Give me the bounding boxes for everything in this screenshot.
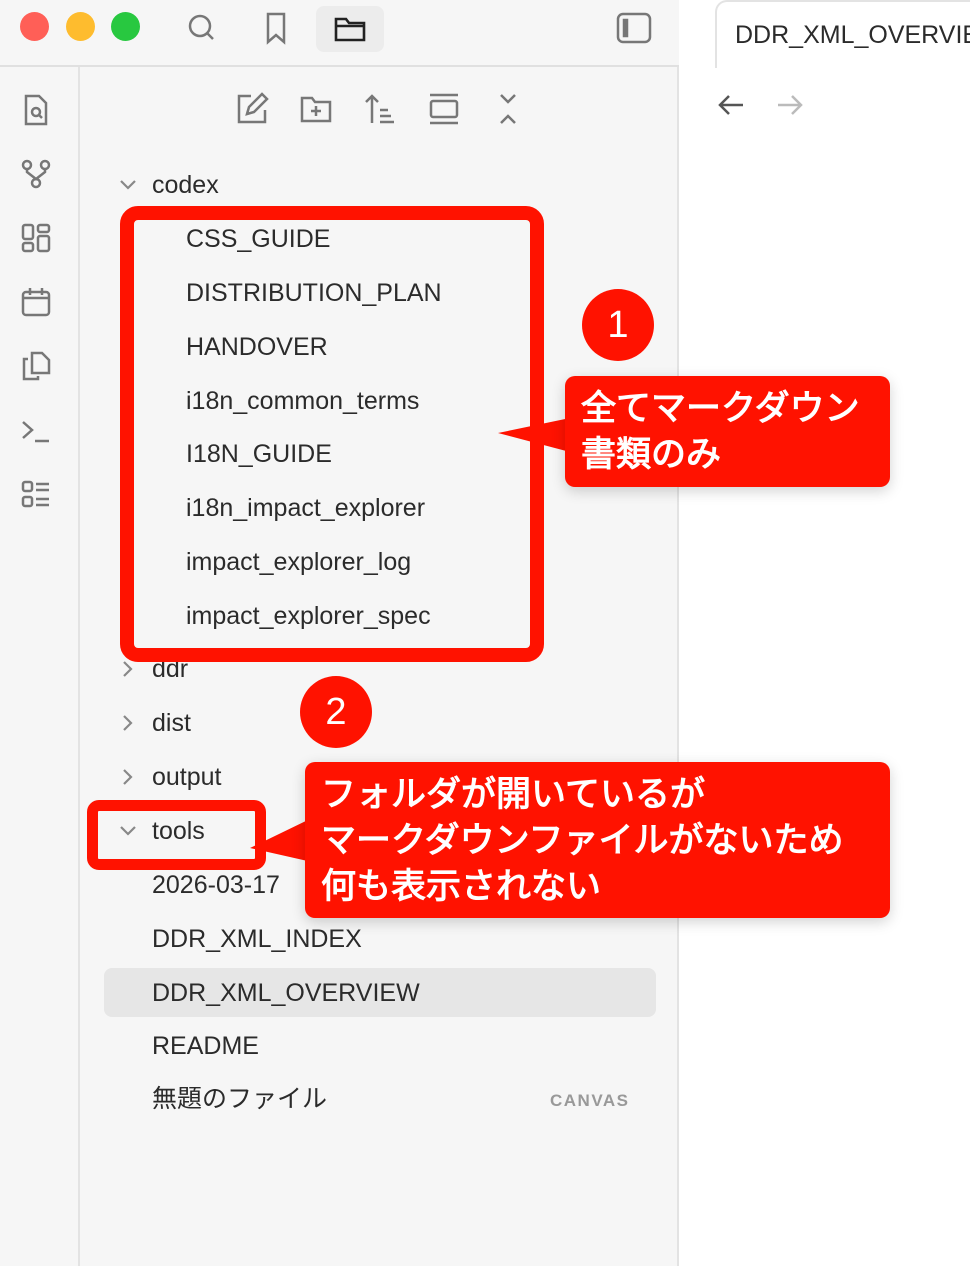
- file-item[interactable]: impact_explorer_spec: [186, 602, 431, 630]
- folder-output[interactable]: output: [152, 763, 222, 791]
- canvas-file-item[interactable]: 無題のファイル: [152, 1085, 328, 1113]
- copy-icon[interactable]: [18, 348, 54, 384]
- graph-icon[interactable]: [18, 156, 54, 192]
- callout-1: 全てマークダウン 書類のみ: [565, 376, 890, 487]
- canvas-icon[interactable]: [18, 220, 54, 256]
- collapse-all-icon[interactable]: [488, 89, 528, 129]
- callout-2-line: フォルダが開いているが: [321, 775, 705, 814]
- file-item[interactable]: i18n_common_terms: [186, 387, 420, 415]
- folder-tools[interactable]: tools: [152, 817, 205, 845]
- annotation-number-1: 1: [582, 289, 654, 361]
- file-item-selected[interactable]: DDR_XML_OVERVIEW: [152, 979, 420, 1007]
- auto-reveal-icon[interactable]: [424, 89, 464, 129]
- file-item[interactable]: HANDOVER: [186, 333, 328, 361]
- left-ribbon: [0, 67, 80, 1266]
- file-item[interactable]: CSS_GUIDE: [186, 225, 331, 253]
- file-search-icon[interactable]: [18, 92, 54, 128]
- file-item[interactable]: DISTRIBUTION_PLAN: [186, 279, 442, 307]
- annotation-box-2: [87, 800, 266, 870]
- tab-ddr-xml-overview[interactable]: DDR_XML_OVERVIEW: [715, 0, 970, 68]
- callout-1-line: 書類のみ: [581, 435, 722, 474]
- canvas-badge: CANVAS: [550, 1091, 630, 1110]
- folder-codex[interactable]: codex: [152, 171, 219, 199]
- callout-2-line: マークダウンファイルがないため: [321, 821, 844, 860]
- folder-dist[interactable]: dist: [152, 709, 191, 737]
- chevron-right-icon[interactable]: [118, 767, 138, 787]
- sidebar-toggle-icon[interactable]: [612, 6, 656, 50]
- annotation-number-2: 2: [300, 676, 372, 748]
- file-item[interactable]: I18N_GUIDE: [186, 440, 332, 468]
- calendar-icon[interactable]: [18, 284, 54, 320]
- file-item[interactable]: i18n_impact_explorer: [186, 494, 426, 522]
- search-icon[interactable]: [180, 6, 224, 50]
- selected-file-highlight: [104, 968, 656, 1017]
- terminal-icon[interactable]: [18, 412, 54, 448]
- close-window-button[interactable]: [20, 12, 49, 41]
- file-explorer-pane: [80, 67, 679, 1266]
- back-arrow-icon[interactable]: [715, 88, 749, 122]
- file-item[interactable]: DDR_XML_INDEX: [152, 925, 362, 953]
- chevron-right-icon[interactable]: [118, 713, 138, 733]
- file-item[interactable]: impact_explorer_log: [186, 548, 412, 576]
- zoom-window-button[interactable]: [111, 12, 140, 41]
- new-note-icon[interactable]: [232, 89, 272, 129]
- chevron-down-icon[interactable]: [118, 821, 138, 841]
- file-item[interactable]: README: [152, 1032, 259, 1060]
- chevron-down-icon[interactable]: [118, 175, 138, 195]
- annotation-box-1: [120, 206, 544, 662]
- sort-icon[interactable]: [360, 89, 400, 129]
- bookmark-icon[interactable]: [254, 6, 298, 50]
- outline-icon[interactable]: [18, 476, 54, 512]
- callout-2-line: 何も表示されない: [321, 867, 602, 906]
- callout-1-line: 全てマークダウン: [581, 389, 860, 428]
- folder-icon[interactable]: [316, 6, 384, 52]
- callout-2: フォルダが開いているが マークダウンファイルがないため 何も表示されない: [305, 762, 890, 918]
- file-item[interactable]: 2026-03-17: [152, 871, 280, 899]
- forward-arrow-icon[interactable]: [772, 88, 806, 122]
- minimize-window-button[interactable]: [66, 12, 95, 41]
- chevron-right-icon[interactable]: [118, 659, 138, 679]
- new-folder-icon[interactable]: [296, 89, 336, 129]
